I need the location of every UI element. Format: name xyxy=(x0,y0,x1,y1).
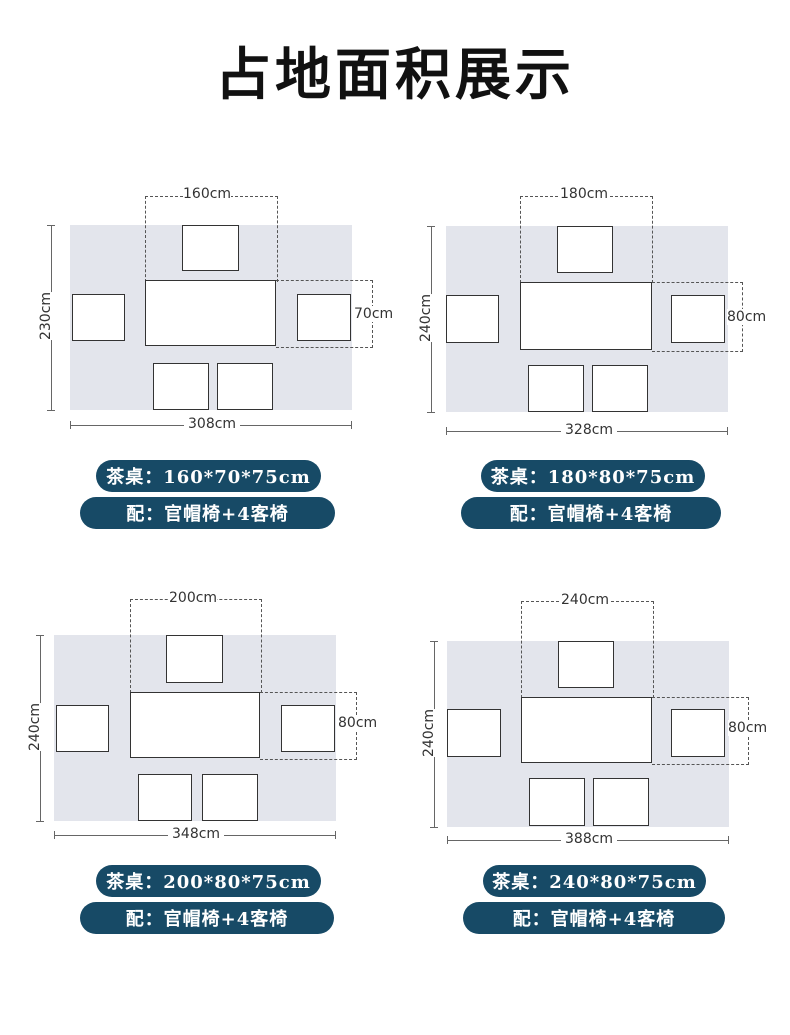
total-height-label: 230cm xyxy=(38,291,55,341)
table-depth-label: 80cm xyxy=(338,715,378,731)
spec-badge: 茶桌：200*80*75cm xyxy=(96,865,321,897)
chair-bottom-left xyxy=(528,365,584,412)
tea-table xyxy=(145,280,276,346)
chair-bottom-left xyxy=(138,774,192,821)
height-tick-bottom xyxy=(47,410,55,411)
width-tick-right xyxy=(727,427,728,435)
chair-left xyxy=(446,295,499,343)
tea-table xyxy=(521,697,652,763)
total-width-label: 388cm xyxy=(561,831,618,847)
chair-left xyxy=(56,705,109,752)
config-badge: 配：官帽椅+4客椅 xyxy=(461,497,721,529)
chair-bottom-right xyxy=(217,363,273,410)
height-tick-top xyxy=(430,641,438,642)
chair-right xyxy=(281,705,335,752)
height-tick-bottom xyxy=(430,827,438,828)
layout-panel-1: 160cm 70cm 230cm 308cm 茶桌：160*70*75cm 配：… xyxy=(0,180,394,630)
width-tick-left xyxy=(447,836,448,844)
chair-bottom-right xyxy=(592,365,648,412)
chair-right xyxy=(297,294,351,341)
total-height-label: 240cm xyxy=(27,702,44,752)
page-title: 占地面积展示 xyxy=(215,42,575,108)
config-badge: 配：官帽椅+4客椅 xyxy=(463,902,725,934)
total-width-label: 308cm xyxy=(184,416,241,432)
spec-badge: 茶桌：160*70*75cm xyxy=(96,460,321,492)
table-width-label: 180cm xyxy=(560,186,609,202)
width-tick-left xyxy=(54,831,55,839)
config-badge: 配：官帽椅+4客椅 xyxy=(80,902,334,934)
layout-panel-2: 180cm 80cm 240cm 328cm 茶桌：180*80*75cm 配：… xyxy=(375,180,767,630)
height-tick-top xyxy=(47,225,55,226)
height-tick-bottom xyxy=(427,412,435,413)
width-tick-right xyxy=(728,836,729,844)
total-height-label: 240cm xyxy=(418,293,435,343)
chair-right xyxy=(671,709,725,757)
total-width-label: 328cm xyxy=(561,422,618,438)
total-width-label: 348cm xyxy=(168,826,225,842)
tea-table xyxy=(520,282,652,350)
width-tick-left xyxy=(70,421,71,429)
table-width-label: 240cm xyxy=(561,592,610,608)
height-tick-top xyxy=(36,635,44,636)
chair-top xyxy=(558,641,614,688)
chair-bottom-left xyxy=(153,363,209,410)
chair-top xyxy=(557,226,613,273)
chair-left xyxy=(447,709,501,757)
width-tick-left xyxy=(446,427,447,435)
layout-panel-4: 240cm 80cm 240cm 388cm 茶桌：240*80*75cm 配：… xyxy=(375,585,768,1035)
width-tick-right xyxy=(335,831,336,839)
spec-badge: 茶桌：240*80*75cm xyxy=(483,865,706,897)
chair-top xyxy=(166,635,223,683)
table-depth-label: 80cm xyxy=(727,309,767,325)
chair-bottom-left xyxy=(529,778,585,826)
table-depth-label: 70cm xyxy=(354,306,394,322)
table-depth-label: 80cm xyxy=(728,720,768,736)
table-width-label: 160cm xyxy=(183,186,232,202)
tea-table xyxy=(130,692,260,758)
chair-right xyxy=(671,295,725,343)
layout-panel-3: 200cm 80cm 240cm 348cm 茶桌：200*80*75cm 配：… xyxy=(0,585,390,1035)
chair-left xyxy=(72,294,125,341)
width-tick-right xyxy=(351,421,352,429)
height-tick-bottom xyxy=(36,821,44,822)
height-tick-top xyxy=(427,226,435,227)
chair-bottom-right xyxy=(593,778,649,826)
spec-badge: 茶桌：180*80*75cm xyxy=(481,460,705,492)
table-width-label: 200cm xyxy=(169,590,218,606)
config-badge: 配：官帽椅+4客椅 xyxy=(80,497,335,529)
total-height-label: 240cm xyxy=(421,708,438,758)
chair-top xyxy=(182,225,239,271)
chair-bottom-right xyxy=(202,774,258,821)
